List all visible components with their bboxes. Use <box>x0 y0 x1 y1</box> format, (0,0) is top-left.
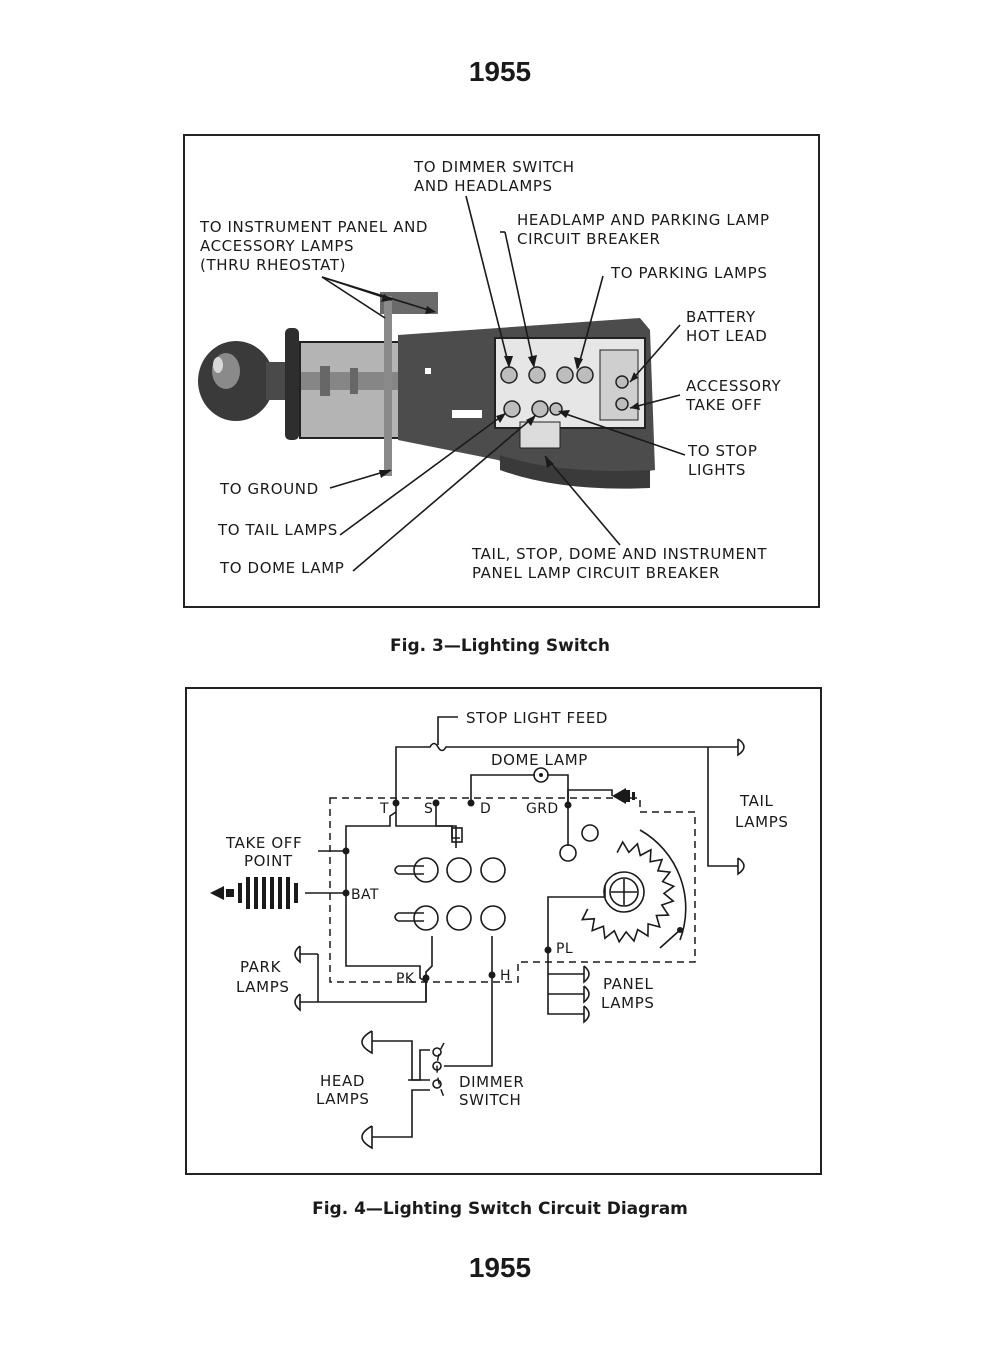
fig4-frame <box>185 687 822 1175</box>
label-to-stop: TO STOP <box>687 442 757 460</box>
label-pk: PK <box>396 971 415 987</box>
label-battery: BATTERY <box>686 308 756 326</box>
page-year-top: 1955 <box>468 56 532 87</box>
label-accessory: ACCESSORY <box>686 377 782 395</box>
terminal-stop <box>549 402 563 416</box>
label-t: T <box>379 801 389 817</box>
terminal-parking <box>556 366 574 384</box>
fig3-leader-lines <box>321 195 686 572</box>
label-panel-lamp-breaker: PANEL LAMP CIRCUIT BREAKER <box>472 564 720 582</box>
fig3-caption: Fig. 3—Lighting Switch <box>390 636 610 656</box>
label-panel-lamps: LAMPS <box>601 994 654 1012</box>
label-tail-stop-dome: TAIL, STOP, DOME AND INSTRUMENT <box>471 545 767 563</box>
panel-lamp-2 <box>583 985 590 1004</box>
dome-lamp-bulb <box>533 767 549 783</box>
label-h: H <box>500 968 511 984</box>
terminal-tail <box>503 400 521 418</box>
label-tail-lamps: LAMPS <box>735 813 788 831</box>
label-circuit-breaker: CIRCUIT BREAKER <box>517 230 661 248</box>
label-stop-light-feed: STOP LIGHT FEED <box>466 709 608 727</box>
label-thru-rheostat: (THRU RHEOSTAT) <box>200 256 346 274</box>
label-d: D <box>480 801 491 817</box>
label-grd: GRD <box>526 801 559 817</box>
switch-contacts <box>394 824 599 931</box>
dimmer-switch-outline <box>436 1042 445 1098</box>
label-s: S <box>424 801 433 817</box>
mounting-flange <box>285 328 299 440</box>
label-to-tail-lamps: TO TAIL LAMPS <box>217 521 338 539</box>
label-head: HEAD <box>320 1072 365 1090</box>
label-dimmer-switch: SWITCH <box>459 1091 521 1109</box>
label-point: POINT <box>244 852 293 870</box>
label-take-off: TAKE OFF <box>225 834 302 852</box>
terminal-battery <box>615 375 629 389</box>
lighting-switch-illustration <box>198 292 655 489</box>
label-to-instrument-panel: TO INSTRUMENT PANEL AND <box>199 218 428 236</box>
park-lamp-2 <box>294 993 301 1012</box>
terminal-dome <box>531 400 549 418</box>
page-year-bottom: 1955 <box>468 1252 532 1283</box>
label-to-dome-lamp: TO DOME LAMP <box>219 559 344 577</box>
label-park-lamps: LAMPS <box>236 978 289 996</box>
battery-symbol <box>210 877 298 909</box>
park-lamp-1 <box>294 945 301 964</box>
label-lights: LIGHTS <box>688 461 746 479</box>
label-panel: PANEL <box>603 975 653 993</box>
fig4-caption: Fig. 4—Lighting Switch Circuit Diagram <box>312 1199 688 1219</box>
label-head-lamps: LAMPS <box>316 1090 369 1108</box>
label-accessory-lamps: ACCESSORY LAMPS <box>200 237 354 255</box>
label-to-dimmer-switch: TO DIMMER SWITCH <box>413 158 575 176</box>
label-hot-lead: HOT LEAD <box>686 327 767 345</box>
label-take-off: TAKE OFF <box>685 396 762 414</box>
label-tail: TAIL <box>739 792 773 810</box>
panel-lamp-3 <box>583 1005 590 1024</box>
junction-dots <box>342 799 572 982</box>
tail-lamp-1 <box>737 738 745 757</box>
label-pl: PL <box>556 941 573 957</box>
ground-symbol <box>612 788 635 804</box>
fig4-wires <box>300 716 738 1138</box>
terminal-breaker <box>528 366 546 384</box>
label-dome-lamp: DOME LAMP <box>491 751 588 769</box>
rheostat <box>580 829 687 949</box>
lamp-symbols <box>294 738 745 1150</box>
label-bat: BAT <box>351 887 379 903</box>
head-lamp-2 <box>361 1125 373 1150</box>
label-to-ground: TO GROUND <box>219 480 319 498</box>
label-to-parking-lamps: TO PARKING LAMPS <box>610 264 767 282</box>
label-and-headlamps: AND HEADLAMPS <box>414 177 553 195</box>
head-lamp-1 <box>361 1030 373 1055</box>
label-park: PARK <box>240 958 282 976</box>
tail-lamp-2 <box>737 857 745 876</box>
terminal-accessory <box>615 397 629 411</box>
switch-boundary <box>329 797 696 983</box>
panel-lamp-1 <box>583 965 590 984</box>
label-headlamp-parking-breaker: HEADLAMP AND PARKING LAMP <box>517 211 770 229</box>
label-dimmer: DIMMER <box>459 1073 524 1091</box>
